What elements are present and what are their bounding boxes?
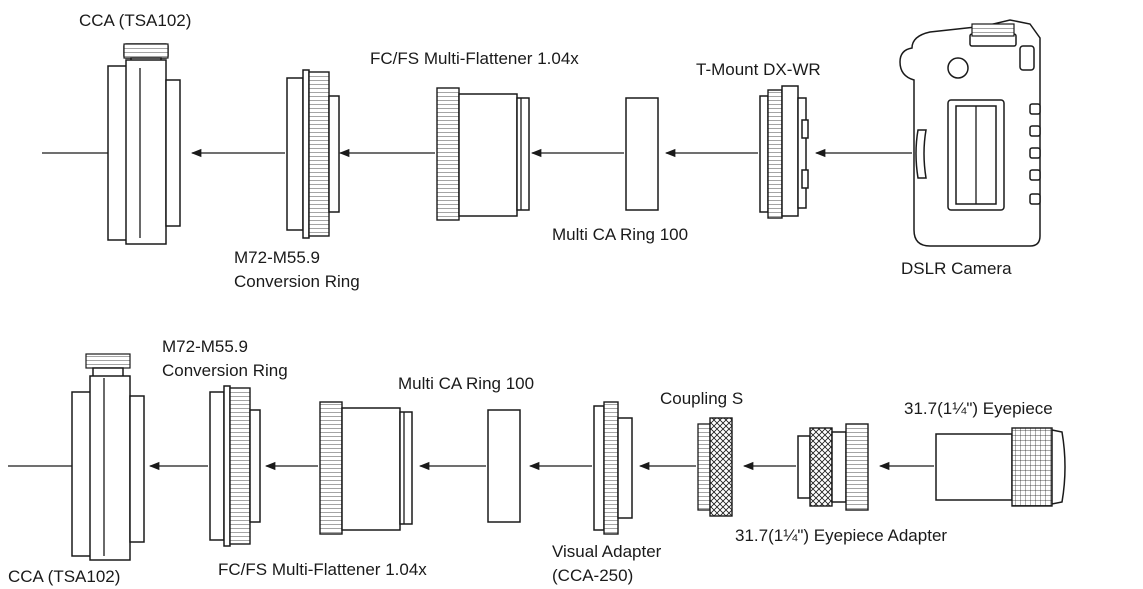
conversion-ring-bottom-component — [209, 385, 261, 547]
bottom-multica-label: Multi CA Ring 100 — [398, 374, 534, 393]
bottom-flattener-label: FC/FS Multi-Flattener 1.04x — [218, 560, 427, 579]
cca-bottom-component — [71, 353, 145, 561]
multica-ring-top-component — [625, 97, 659, 211]
coupling-s-component — [697, 417, 733, 517]
bottom-visual-label-line1: Visual Adapter — [552, 542, 662, 561]
multica-ring-bottom-component — [487, 409, 521, 523]
top-conversion-label-line2: Conversion Ring — [234, 272, 360, 291]
visual-adapter-component — [593, 401, 633, 535]
cca-top-component — [107, 43, 181, 245]
bottom-conversion-label-line1: M72-M55.9 — [162, 337, 248, 356]
flattener-bottom-component — [319, 401, 413, 535]
top-tmount-label: T-Mount DX-WR — [696, 60, 821, 79]
bottom-eyepiece-adapter-label: 31.7(1¼") Eyepiece Adapter — [735, 526, 947, 545]
top-flattener-label: FC/FS Multi-Flattener 1.04x — [370, 49, 579, 68]
top-multica-label: Multi CA Ring 100 — [552, 225, 688, 244]
flattener-top-component — [436, 87, 530, 221]
bottom-conversion-label-line2: Conversion Ring — [162, 361, 288, 380]
bottom-eyepiece-label: 31.7(1¼") Eyepiece — [904, 399, 1053, 418]
bottom-visual-label-line2: (CCA-250) — [552, 566, 633, 585]
top-camera-label: DSLR Camera — [901, 259, 1012, 278]
eyepiece-component — [935, 427, 1066, 507]
bottom-coupling-label: Coupling S — [660, 389, 743, 408]
dslr-camera-component — [899, 19, 1041, 247]
tmount-top-component — [759, 85, 809, 219]
eyepiece-adapter-component — [797, 423, 869, 511]
conversion-ring-top-component — [286, 69, 340, 239]
top-cca-label: CCA (TSA102) — [79, 11, 191, 30]
bottom-cca-label: CCA (TSA102) — [8, 567, 120, 586]
top-conversion-label-line1: M72-M55.9 — [234, 248, 320, 267]
